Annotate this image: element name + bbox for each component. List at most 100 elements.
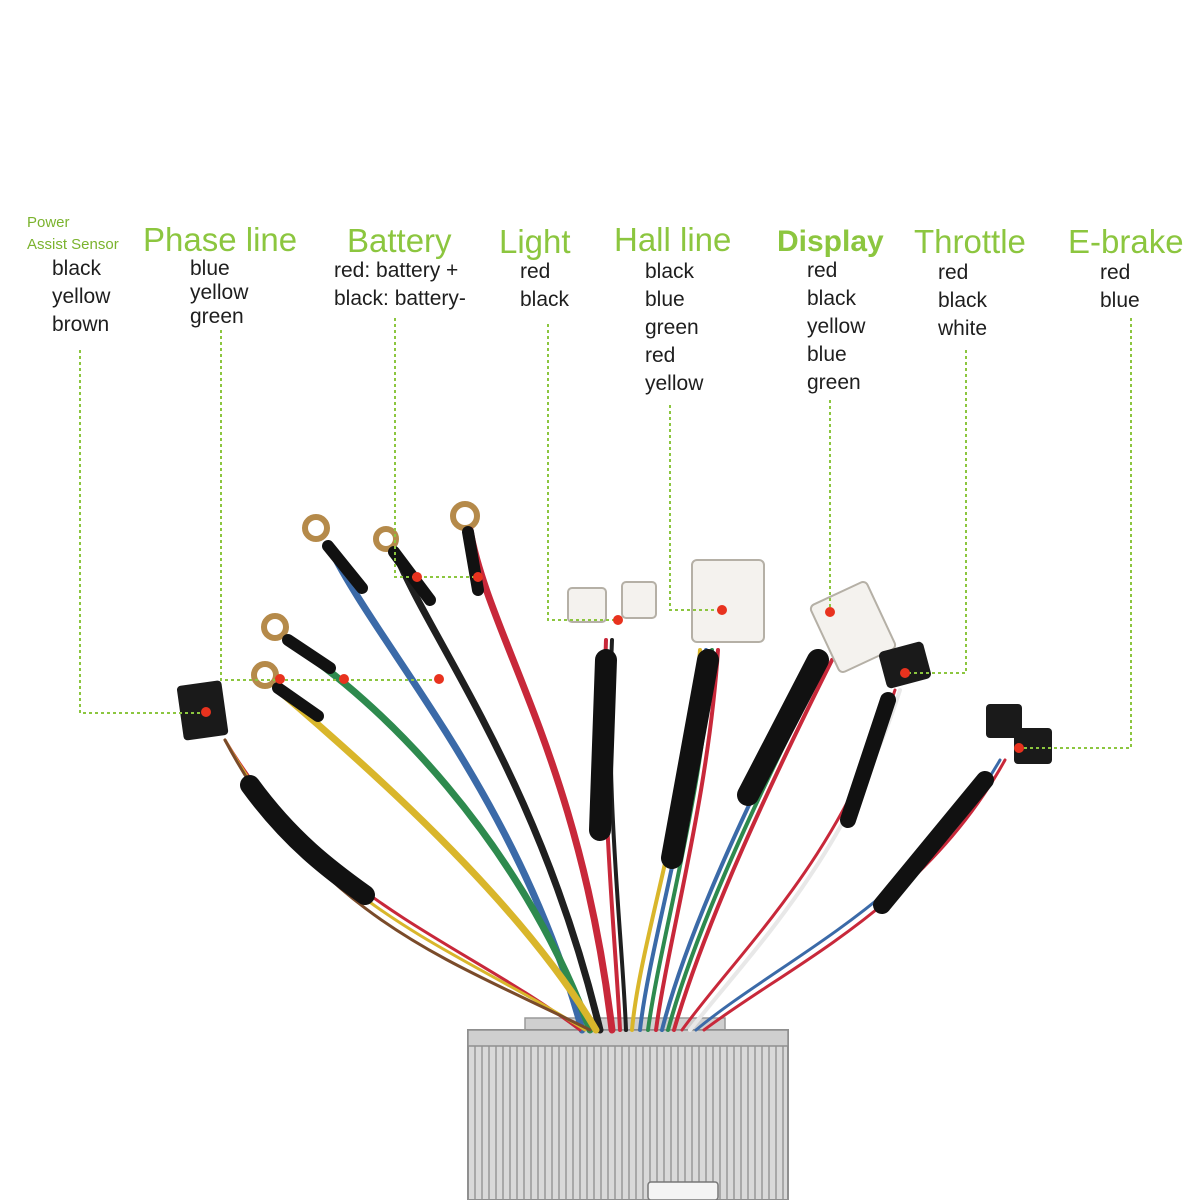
wire-label: green: [190, 305, 244, 328]
sleeve-pas: [240, 775, 375, 905]
wire-hall-red: [654, 648, 720, 1032]
group-title: Hall line: [614, 221, 732, 258]
ring-terminal-phase-green: [261, 613, 289, 641]
controller-housing: [467, 1017, 789, 1200]
sleeve-display: [737, 649, 829, 806]
leader-battery: [394, 318, 478, 578]
ring-terminal-battery-red: [450, 501, 480, 531]
wire-label: green: [645, 316, 699, 339]
wire-label: yellow: [807, 315, 866, 338]
controller-body: [467, 1029, 789, 1200]
connection-markers: [201, 572, 1024, 753]
wire-label: yellow: [190, 281, 249, 304]
ring-terminal-battery-black: [373, 526, 399, 552]
connector-light-left: [567, 587, 607, 623]
marker-phase-blue: [434, 674, 444, 684]
group-title: Light: [499, 223, 571, 260]
marker-phase-yellow: [275, 674, 285, 684]
wire-label: black: [645, 260, 695, 283]
wire-list: red blue: [1100, 259, 1140, 315]
group-title-line-1: Power: [27, 214, 70, 231]
leader-ebrake: [1020, 318, 1132, 749]
wire-label: green: [807, 371, 861, 394]
leader-light: [547, 324, 618, 621]
controller-top-cap: [467, 1029, 789, 1047]
connector-throttle: [878, 641, 932, 689]
wire-label: brown: [52, 313, 110, 336]
connector-display: [809, 581, 897, 673]
wire-label: red: [1100, 261, 1131, 284]
leader-phase: [220, 330, 440, 681]
wire-bundle: [223, 526, 1007, 1034]
wire-list: red black white: [938, 259, 987, 343]
wire-list: blue yellow green: [190, 257, 248, 329]
leader-lines: [79, 318, 1132, 749]
wire-label: blue: [1100, 289, 1140, 312]
wire-list: black blue green red yellow: [645, 258, 703, 398]
heat-shrink-sleeves: [240, 526, 994, 914]
marker-ebrake: [1014, 743, 1024, 753]
group-title: Phase line: [143, 221, 298, 258]
ring-terminal-phase-yellow: [251, 661, 279, 689]
wire-display-red: [672, 658, 834, 1032]
marker-throttle: [900, 668, 910, 678]
connectors: [176, 559, 1052, 764]
group-title: Battery: [347, 222, 452, 259]
marker-phase-green: [339, 674, 349, 684]
wire-label: yellow: [52, 285, 111, 308]
wire-pas-brown: [223, 738, 592, 1032]
connector-ebrake-top: [986, 704, 1022, 738]
wire-label: red: battery +: [334, 259, 459, 282]
wire-ebrake-red: [702, 758, 1007, 1032]
connector-ebrake-bottom: [1014, 728, 1052, 764]
wire-label: red: [807, 259, 838, 282]
leader-pas: [79, 350, 205, 714]
marker-battery-black: [412, 572, 422, 582]
sleeve-light: [589, 649, 617, 841]
wire-label: blue: [645, 288, 685, 311]
marker-display: [825, 607, 835, 617]
wire-label: black: battery-: [334, 287, 466, 310]
wire-label: white: [938, 317, 988, 340]
wire-list: red: battery + black: battery-: [334, 257, 466, 313]
wire-battery-black: [391, 548, 604, 1034]
wire-label: black: [52, 257, 102, 280]
marker-battery-red: [473, 572, 483, 582]
leader-throttle: [905, 350, 967, 674]
wire-phase-yellow: [274, 686, 600, 1034]
sleeve-throttle: [840, 692, 896, 828]
wire-label: black: [807, 287, 857, 310]
wire-label: red: [645, 344, 676, 367]
wire-list: red black yellow blue green: [807, 257, 865, 397]
marker-pas: [201, 707, 211, 717]
ring-terminal-phase-blue: [302, 514, 330, 542]
wire-throttle-red: [680, 688, 897, 1032]
sleeve-phase-green: [282, 634, 336, 674]
group-title: Display: [777, 225, 884, 258]
wire-label: black: [938, 289, 988, 312]
sleeve-phase-blue: [322, 540, 368, 594]
wire-label: blue: [807, 343, 847, 366]
group-title: E-brake: [1068, 223, 1184, 260]
sleeve-hall: [661, 649, 719, 869]
leader-hall: [669, 405, 722, 611]
wire-list: red black: [520, 258, 569, 314]
controller-label-plate: [647, 1181, 719, 1200]
connector-light-right: [621, 581, 657, 619]
wire-label: blue: [190, 257, 230, 280]
wire-label: red: [938, 261, 969, 284]
wire-list: black yellow brown: [52, 255, 110, 339]
sleeve-phase-yellow: [272, 682, 324, 722]
connector-hall: [691, 559, 765, 643]
marker-light: [613, 615, 623, 625]
ring-terminals: [251, 501, 480, 689]
wire-label: red: [520, 260, 551, 283]
group-title-line-2: Assist Sensor: [27, 236, 119, 253]
group-title: Throttle: [914, 223, 1026, 260]
sleeve-ebrake: [873, 771, 994, 914]
marker-hall: [717, 605, 727, 615]
wire-label: black: [520, 288, 570, 311]
wire-label: yellow: [645, 372, 704, 395]
